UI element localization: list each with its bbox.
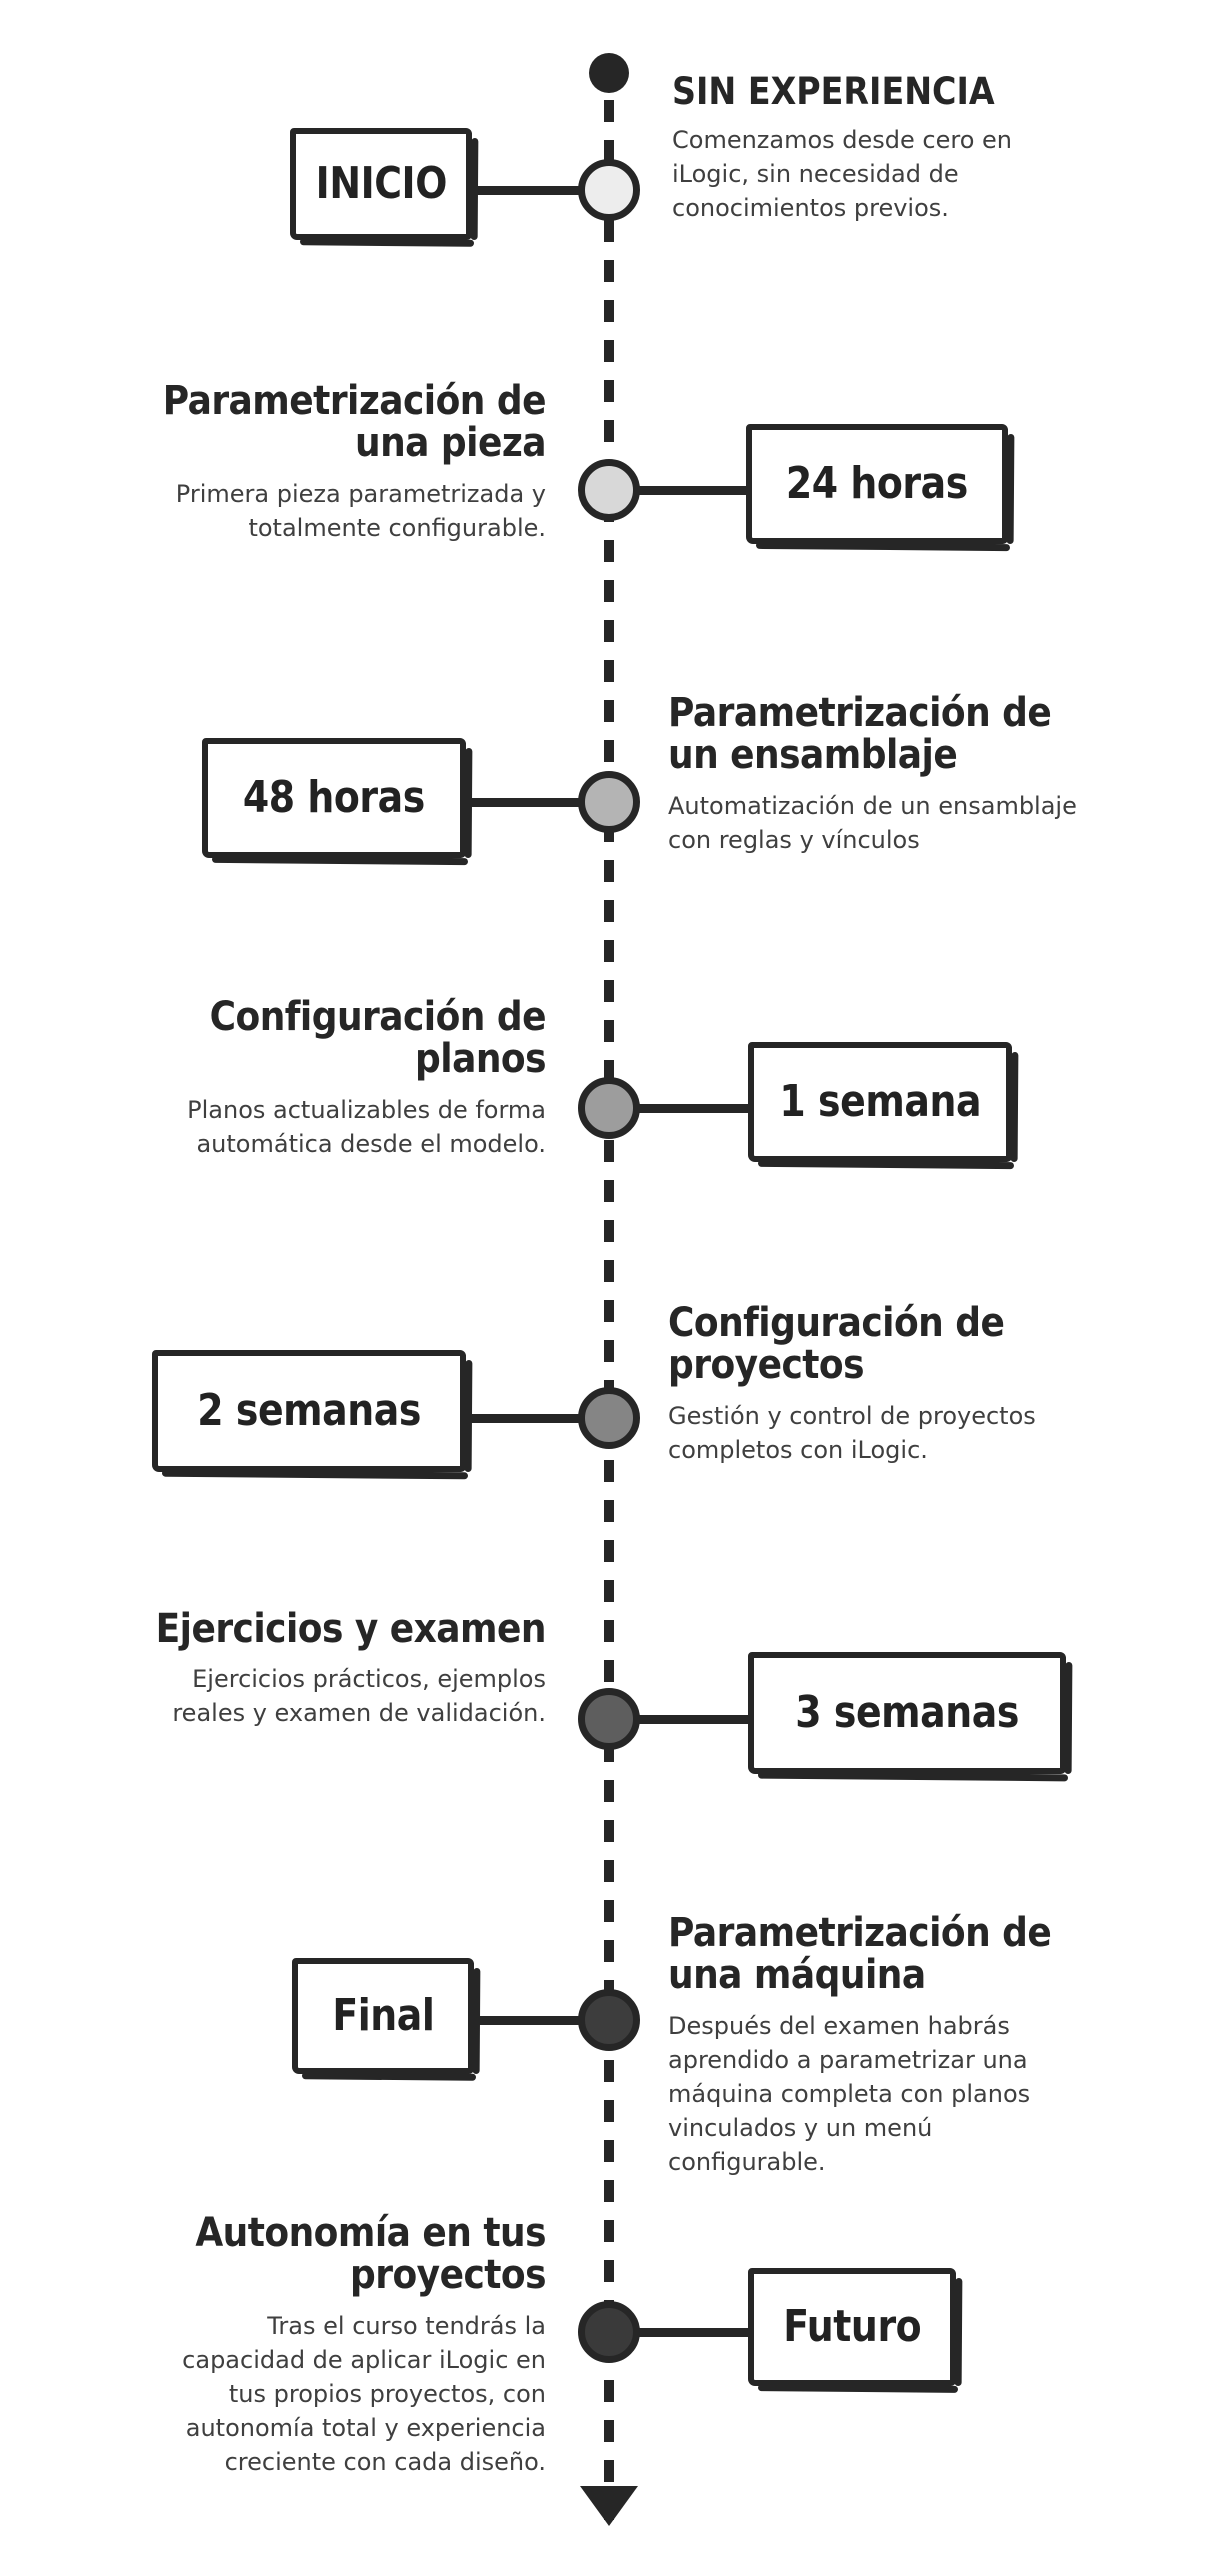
- step-description: Comenzamos desde cero en iLogic, sin nec…: [672, 126, 1013, 223]
- step-description: Después del examen habrás aprendido a pa…: [668, 2011, 1031, 2177]
- step-title: SIN EXPERIENCIA: [672, 70, 995, 113]
- timeline-node-2: [578, 459, 640, 521]
- badge-label: 24 horas: [785, 458, 969, 509]
- badge-label: 3 semanas: [795, 1687, 1019, 1738]
- step-title: Autonomía en tus proyectos: [195, 2210, 547, 2299]
- step-block-sin-experiencia: SIN EXPERIENCIA Comenzamos desde cero en…: [672, 72, 1112, 225]
- connector-line-4: [628, 1104, 768, 1113]
- badge-1-semana[interactable]: 1 semana: [748, 1042, 1012, 1162]
- step-block-configuracion-planos: Configuración de planos Planos actualiza…: [106, 996, 546, 1161]
- step-title: Ejercicios y examen: [155, 1606, 547, 1652]
- timeline-node-3: [578, 771, 640, 833]
- timeline-node-5: [578, 1387, 640, 1449]
- badge-label: 1 semana: [779, 1076, 981, 1127]
- step-block-configuracion-proyectos: Configuración de proyectos Gestión y con…: [668, 1302, 1128, 1467]
- connector-line-2: [628, 486, 768, 495]
- timeline-node-4: [578, 1077, 640, 1139]
- connector-line-1: [450, 186, 590, 195]
- step-title: Configuración de proyectos: [668, 1300, 1005, 1389]
- step-description: Gestión y control de proyectos completos…: [668, 1401, 1036, 1464]
- step-block-ejercicios-examen: Ejercicios y examen Ejercicios prácticos…: [106, 1606, 547, 1731]
- connector-line-3: [450, 798, 590, 807]
- step-block-parametrizacion-pieza: Parametrización de una pieza Primera pie…: [106, 378, 547, 545]
- timeline-arrow-down-icon: [580, 2486, 638, 2526]
- step-block-parametrizacion-maquina: Parametrización de una máquina Después d…: [668, 1912, 1116, 2179]
- step-description: Automatización de un ensamblaje con regl…: [668, 791, 1077, 854]
- badge-final[interactable]: Final: [292, 1958, 474, 2074]
- timeline-node-7: [578, 1989, 640, 2051]
- step-title: Configuración de planos: [209, 994, 547, 1083]
- step-title: Parametrización de una máquina: [668, 1910, 1052, 1999]
- badge-48-horas[interactable]: 48 horas: [202, 738, 466, 858]
- badge-label: 48 horas: [242, 772, 426, 823]
- connector-line-6: [628, 1715, 768, 1724]
- badge-3-semanas[interactable]: 3 semanas: [748, 1652, 1066, 1774]
- timeline-node-6: [578, 1688, 640, 1750]
- step-block-autonomia-proyectos: Autonomía en tus proyectos Tras el curso…: [106, 2212, 546, 2479]
- connector-line-7: [450, 2016, 590, 2025]
- step-description: Tras el curso tendrás la capacidad de ap…: [182, 2311, 546, 2477]
- badge-label: 2 semanas: [197, 1385, 421, 1436]
- step-description: Planos actualizables de forma automática…: [187, 1095, 546, 1158]
- badge-label: Final: [331, 1990, 435, 2041]
- step-description: Ejercicios prácticos, ejemplos reales y …: [172, 1665, 546, 1728]
- timeline-dashed-spine: [604, 60, 614, 2520]
- step-title: Parametrización de una pieza: [162, 378, 547, 467]
- connector-line-5: [450, 1414, 590, 1423]
- badge-2-semanas[interactable]: 2 semanas: [152, 1350, 466, 1472]
- step-description: Primera pieza parametrizada y totalmente…: [175, 479, 546, 542]
- badge-label: INICIO: [315, 158, 447, 209]
- connector-line-8: [628, 2328, 768, 2337]
- badge-label: Futuro: [782, 2301, 922, 2352]
- step-title: Parametrización de un ensamblaje: [668, 690, 1052, 779]
- timeline-node-8: [578, 2301, 640, 2363]
- timeline-node-1: [578, 159, 640, 221]
- step-block-parametrizacion-ensamblaje: Parametrización de un ensamblaje Automat…: [668, 692, 1120, 857]
- badge-inicio[interactable]: INICIO: [290, 128, 472, 240]
- badge-24-horas[interactable]: 24 horas: [746, 424, 1008, 544]
- badge-futuro[interactable]: Futuro: [748, 2268, 956, 2386]
